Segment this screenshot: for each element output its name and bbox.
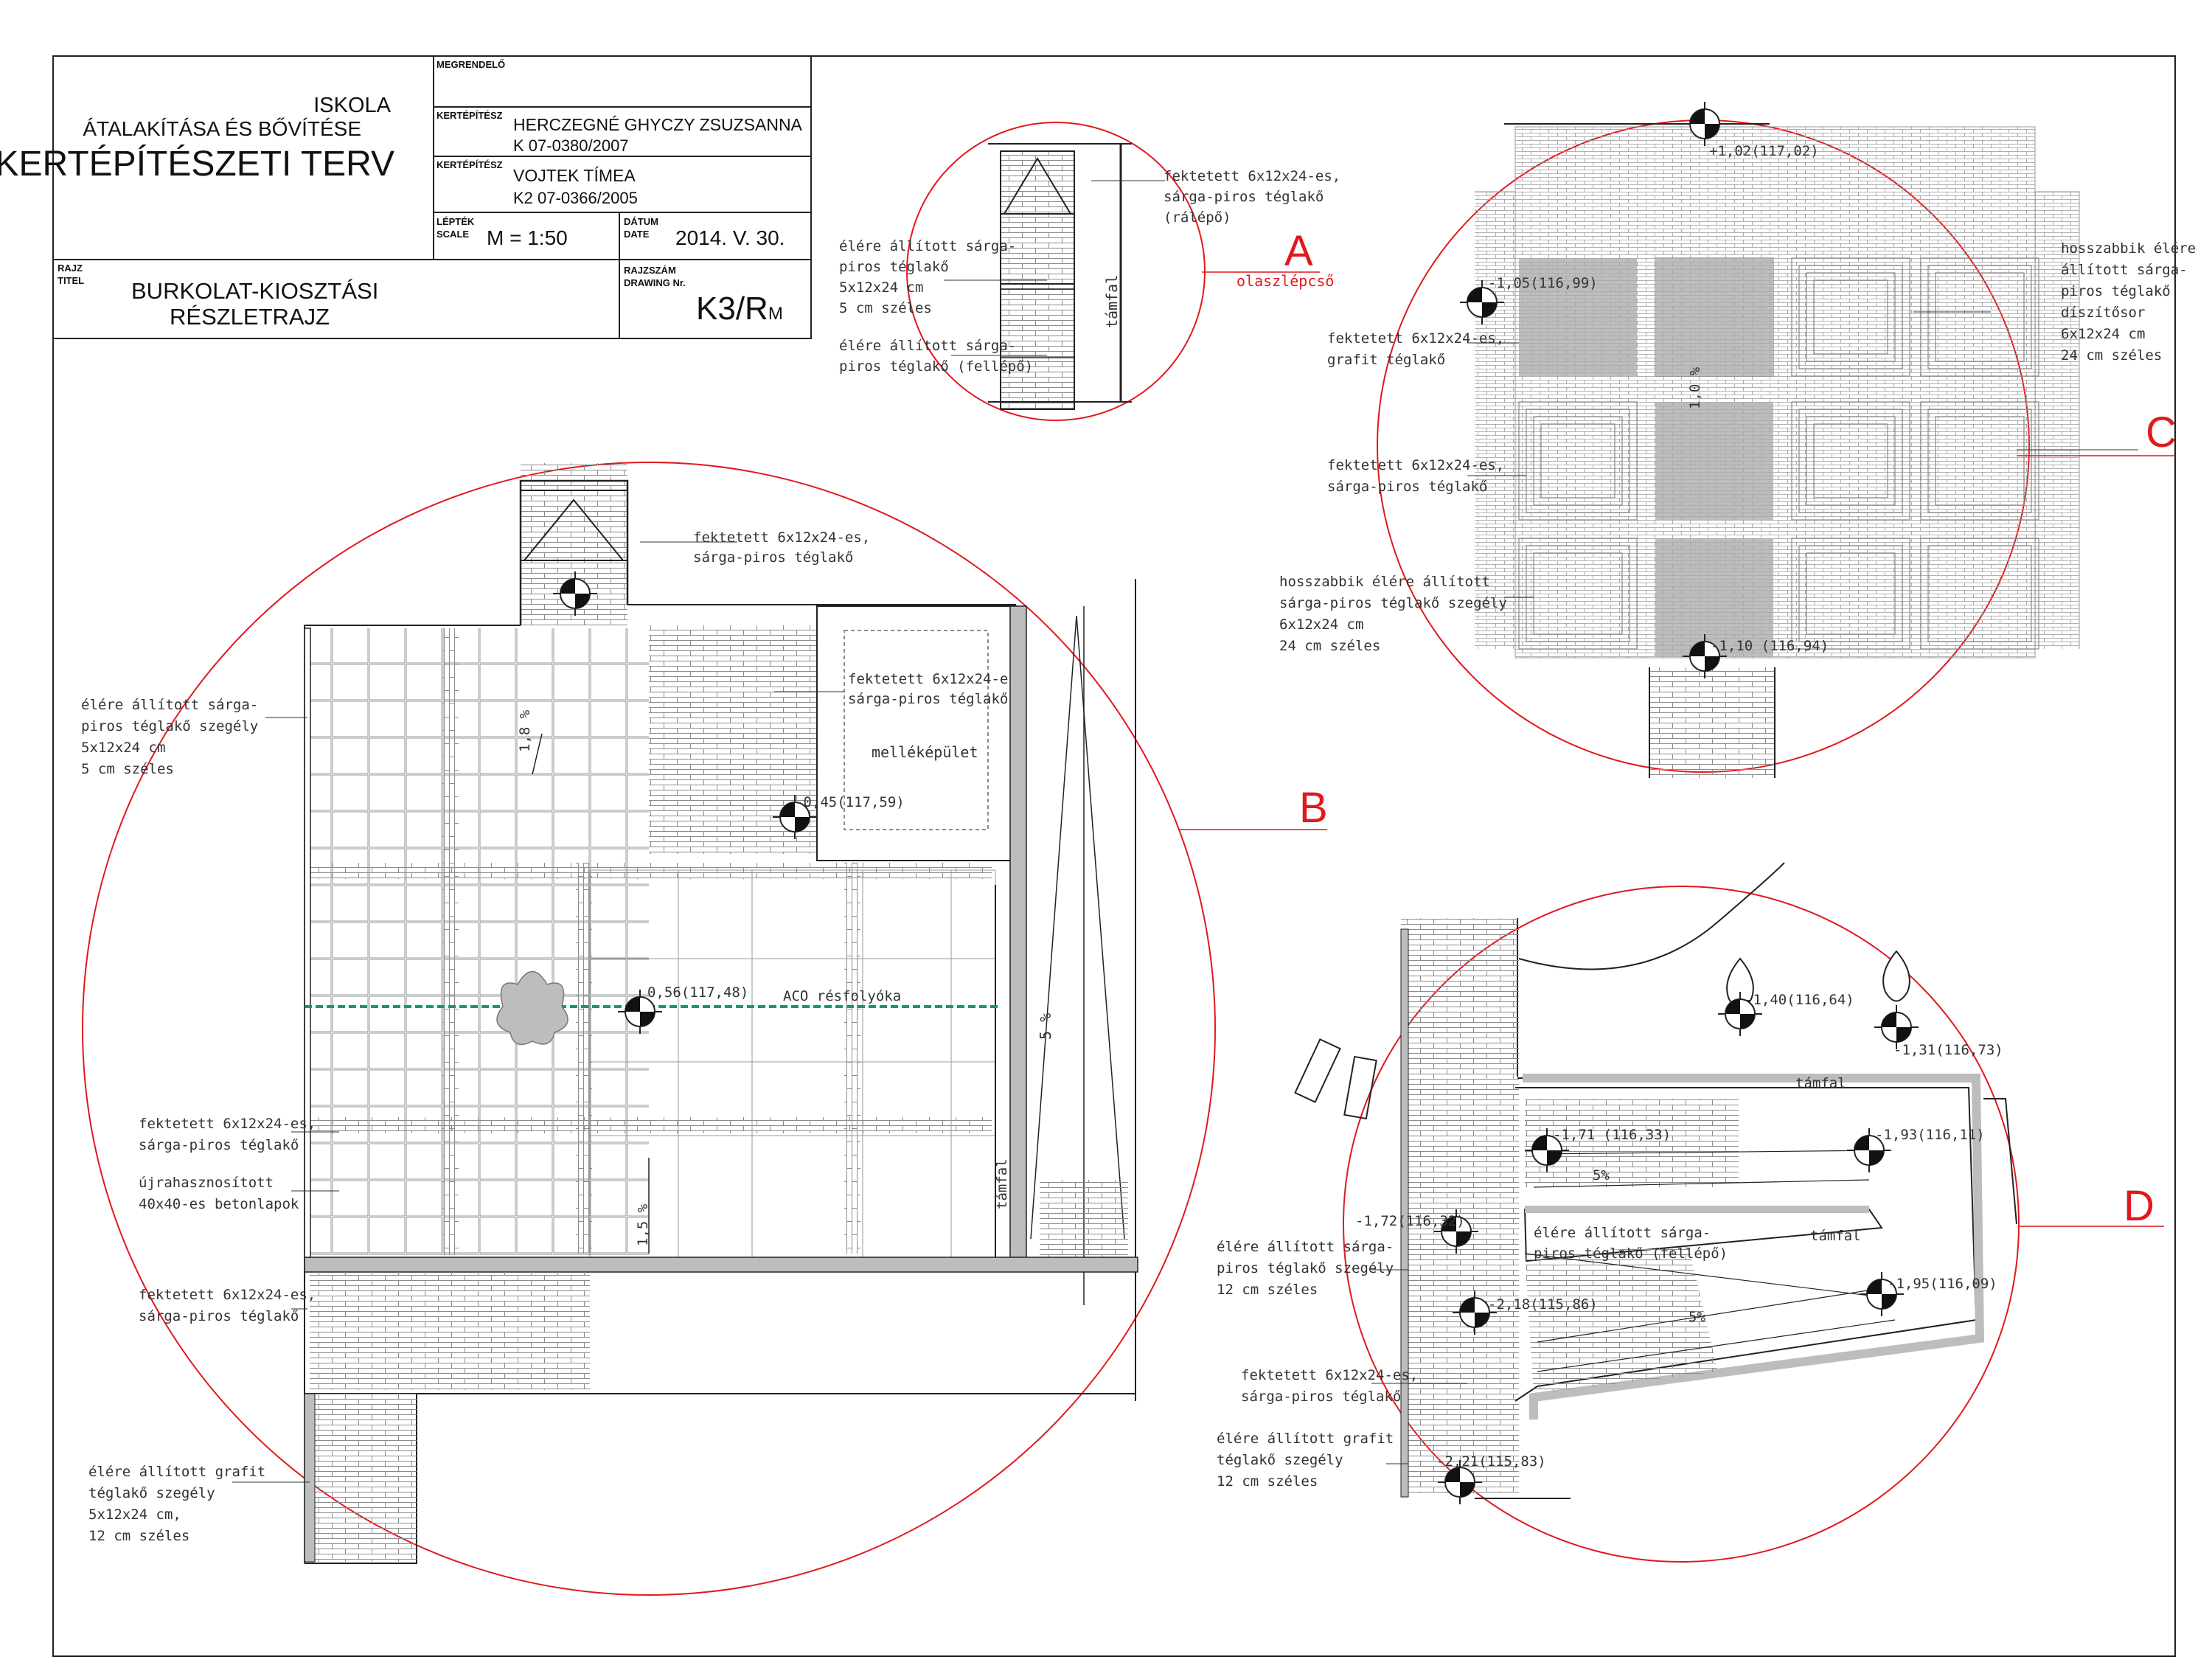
detail-d-level3: -1,71 (116,33) xyxy=(1553,1127,1671,1143)
megrendelo-label: MEGRENDELŐ xyxy=(437,59,505,70)
drawing-title1: BURKOLAT-KIOSZTÁSI xyxy=(131,278,378,304)
detail-c-level-top: +1,02(117,02) xyxy=(1709,143,1819,159)
level-marker-icon xyxy=(1874,1005,1919,1049)
detail-d-circle xyxy=(1343,886,2020,1563)
detail-d-slope1: 5% xyxy=(1593,1167,1610,1184)
detail-a-wall-label: támfal xyxy=(1103,275,1121,328)
detail-a-circle xyxy=(906,122,1206,421)
detail-d-label-edge: élére állított sárga- piros téglakő szeg… xyxy=(1217,1239,1402,1298)
scale-label2: SCALE xyxy=(437,229,469,240)
detail-b-label-grafit: élére állított grafit téglakő szegély 5x… xyxy=(88,1464,274,1544)
detail-d: támfal támfal 5% 5% -1,40(116,64) -1,31(… xyxy=(1217,862,2164,1563)
sheet-border xyxy=(52,55,2176,1657)
detail-b-level1: -0,45(117,59) xyxy=(795,794,905,810)
tree-icon xyxy=(1726,950,1910,1010)
detail-a-label-edge: élére állított sárga- piros téglakő 5x12… xyxy=(839,238,1025,316)
rajzszam-label2: DRAWING Nr. xyxy=(624,277,686,288)
level-marker-icon xyxy=(618,990,662,1034)
detail-d-level2: -1,31(116,73) xyxy=(1893,1042,2003,1058)
detail-a-label-fellepo: élére állított sárga- piros téglakő (fel… xyxy=(839,338,1033,375)
detail-c-label-grafit: fektetett 6x12x24-es, grafit téglakő xyxy=(1327,330,1513,368)
detail-b-circle xyxy=(82,462,1216,1596)
detail-b-label-shed: fektetett 6x12x24-es, sárga-piros téglak… xyxy=(848,671,1034,707)
detail-c-label-edge: hosszabbik élére állított sárga-piros té… xyxy=(1279,574,1515,654)
level-marker-icon xyxy=(1434,1209,1478,1254)
tree-icon xyxy=(496,970,568,1046)
rajz-label2: TITEL xyxy=(58,275,84,286)
date-label2: DATE xyxy=(624,229,650,240)
level-marker-icon xyxy=(1860,1272,1904,1316)
detail-b: melléképület fektetett 6x12x24-es, sárga… xyxy=(81,462,1328,1596)
date-label1: DÁTUM xyxy=(624,216,658,227)
level-marker-icon xyxy=(1438,1460,1482,1504)
detail-b-label-top: fektetett 6x12x24-es, sárga-piros téglak… xyxy=(693,529,879,566)
detail-b-label-mid: fektetett 6x12x24-es, sárga-piros téglak… xyxy=(139,1116,324,1153)
level-marker-icon xyxy=(553,571,597,616)
detail-c: +1,02(117,02) -1,05(116,99) -1,10 (116,9… xyxy=(1279,102,2204,778)
scale-label1: LÉPTÉK xyxy=(437,216,475,227)
detail-d-wall2: támfal xyxy=(1810,1228,1861,1244)
project-line3: KERTÉPÍTÉSZETI TERV xyxy=(0,145,394,184)
level-marker-icon xyxy=(1453,1290,1497,1335)
level-marker-icon xyxy=(1525,1128,1569,1172)
detail-b-level2: 0,56(117,48) xyxy=(647,984,748,1001)
detail-d-letter: D xyxy=(2124,1182,2154,1230)
detail-d-level1: -1,40(116,64) xyxy=(1745,992,1854,1008)
level-marker-icon xyxy=(1460,280,1504,324)
rajzszam-label1: RAJZSZÁM xyxy=(624,265,676,276)
detail-c-level-bottom: -1,10 (116,94) xyxy=(1711,638,1829,654)
project-line1: ISKOLA xyxy=(313,94,391,117)
date-value: 2014. V. 30. xyxy=(675,226,785,249)
detail-d-wall1: támfal xyxy=(1795,1075,1846,1091)
detail-d-level8: -2,21(115,83) xyxy=(1436,1453,1546,1470)
detail-c-level-left: -1,05(116,99) xyxy=(1488,275,1598,291)
level-marker-icon xyxy=(1683,102,1727,146)
detail-d-slope2: 5% xyxy=(1688,1309,1705,1325)
detail-d-label-grafit: élére állított grafit téglakő szegély 12… xyxy=(1217,1431,1402,1490)
detail-b-slope2: 1,5 % xyxy=(635,1203,651,1246)
detail-a-label-rallepo: fektetett 6x12x24-es, sárga-piros téglak… xyxy=(1164,168,1349,226)
designer1-id: K 07-0380/2007 xyxy=(513,136,629,155)
title-block: MEGRENDELŐ ISKOLA ÁTALAKÍTÁSA ÉS BŐVÍTÉS… xyxy=(0,55,812,339)
scale-value: M = 1:50 xyxy=(487,226,568,249)
level-marker-icon xyxy=(1683,634,1727,678)
detail-c-label-yellow: fektetett 6x12x24-es, sárga-piros téglak… xyxy=(1327,457,1513,495)
detail-d-level7: -1,95(116,09) xyxy=(1888,1276,1997,1292)
designer1-label: KERTÉPÍTÉSZ xyxy=(437,110,503,121)
detail-a-sublabel: olaszlépcső xyxy=(1237,272,1334,290)
designer1-name: HERCZEGNÉ GHYCZY ZSUZSANNA xyxy=(513,115,803,134)
detail-b-slope3: 5 % xyxy=(1037,1013,1054,1040)
detail-c-slope: 1,0 % xyxy=(1687,366,1703,409)
designer2-label: KERTÉPÍTÉSZ xyxy=(437,159,503,170)
drawing-title2: RÉSZLETRAJZ xyxy=(170,304,330,330)
designer2-id: K2 07-0366/2005 xyxy=(513,189,638,207)
drain-label: ACO résfolyóka xyxy=(783,988,901,1004)
detail-d-level4: -1,93(116,11) xyxy=(1875,1127,1985,1143)
detail-c-label-right: hosszabbik élére állított sárga- piros t… xyxy=(2061,240,2204,364)
detail-b-letter: B xyxy=(1299,784,1328,832)
detail-d-level5: -1,72(116,32) xyxy=(1355,1213,1465,1229)
detail-c-letter: C xyxy=(2146,409,2177,456)
designer2-name: VOJTEK TÍMEA xyxy=(513,166,636,185)
detail-b-label-edge: élére állított sárga- piros téglakő szeg… xyxy=(81,697,267,777)
detail-d-label-paving: fektetett 6x12x24-es, sárga-piros téglak… xyxy=(1241,1367,1427,1405)
rajz-label1: RAJZ xyxy=(58,263,83,274)
detail-b-slope1: 1,8 % xyxy=(517,709,533,752)
drawing-number: K3/RM xyxy=(696,291,783,327)
detail-b-wall-label: támfal xyxy=(994,1158,1010,1209)
detail-d-label-step: élére állított sárga- piros téglakő (fel… xyxy=(1534,1225,1728,1262)
detail-d-level6: -2,18(115,86) xyxy=(1488,1296,1598,1313)
detail-b-label-low: fektetett 6x12x24-es, sárga-piros téglak… xyxy=(139,1287,324,1324)
level-marker-icon xyxy=(1847,1128,1891,1172)
project-line2: ÁTALAKÍTÁSA ÉS BŐVÍTÉSE xyxy=(83,117,361,140)
detail-a-letter: A xyxy=(1284,227,1313,275)
detail-b-label-concrete: újrahasznosított 40x40-es betonlapok xyxy=(139,1175,299,1212)
level-marker-icon xyxy=(1718,992,1762,1036)
level-marker-icon xyxy=(773,795,817,839)
shed-label: melléképület xyxy=(872,743,978,761)
detail-a: támfal A olaszlépcső fektetett 6x12x24-e… xyxy=(839,122,1349,421)
